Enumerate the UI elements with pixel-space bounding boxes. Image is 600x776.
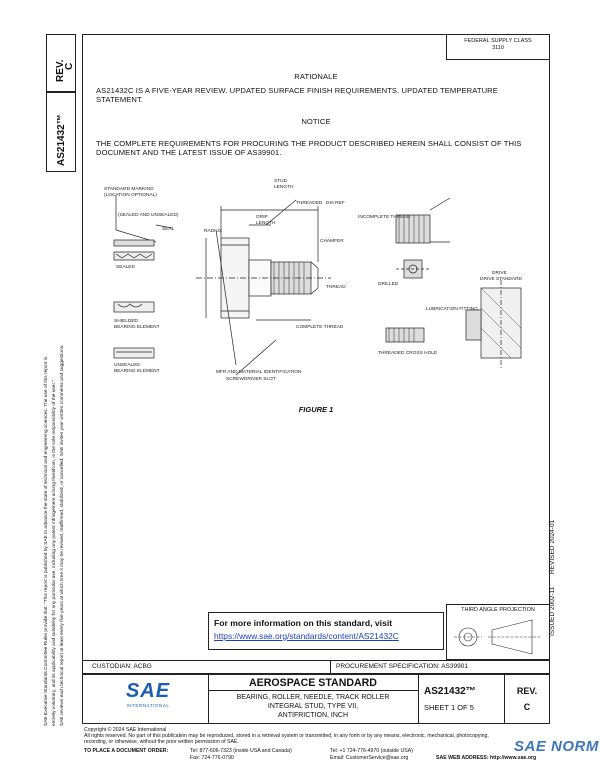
side-rev-box <box>46 34 76 92</box>
more-info-text: For more information on this standard, v… <box>214 618 393 628</box>
title-line1: BEARING, ROLLER, NEEDLE, TRACK ROLLER <box>236 694 390 701</box>
lbl-std-marking: STANDARD MARKING <box>104 186 154 192</box>
title-divider-1 <box>208 674 209 724</box>
title-line2: INTEGRAL STUD, TYPE VII, <box>267 703 359 710</box>
lbl-chamfer: CHAMFER <box>320 238 344 244</box>
lbl-screwdriver-slot: SCREWDRIVER SLOT <box>226 376 276 382</box>
lbl-unsealed: UNSEALED <box>114 362 140 368</box>
lbl-bearing-element: BEARING ELEMENT <box>114 324 160 330</box>
figure-1-drawing: STANDARD MARKING (LOCATION OPTIONAL) (SE… <box>104 178 523 382</box>
third-angle-symbol <box>454 619 540 655</box>
footer-tel2: Tel: +1 724-776-4970 (outside USA) <box>330 748 413 754</box>
footer-copyright: Copyright © 2024 SAE International <box>84 727 167 733</box>
side-docnum-box <box>46 92 76 172</box>
title-rev-value: C <box>523 702 531 712</box>
notice-heading: NOTICE <box>301 117 331 126</box>
lbl-thread: THREAD <box>326 284 346 290</box>
title-line3: ANTIFRICTION, INCH <box>278 712 348 719</box>
supply-class-line2: 3110 <box>492 45 504 51</box>
title-divider-3 <box>504 674 505 724</box>
side-rev-value: C <box>64 62 75 70</box>
lbl-drive: DRIVE <box>492 270 507 276</box>
figure-caption: FIGURE 1 <box>298 405 334 414</box>
footer-email: Email: CustomerService@sae.org <box>330 755 409 761</box>
lbl-lube-fitting: LUBRICATION FITTING <box>426 306 478 312</box>
lbl-grip: GRIP <box>256 214 268 220</box>
lbl-incomplete-thread: INCOMPLETE THREAD <box>358 214 411 220</box>
lbl-drilled: DRILLED <box>378 281 399 287</box>
title-divider-2 <box>418 674 419 724</box>
lbl-sealed-2: (SEALED AND UNSEALED) <box>118 212 179 218</box>
third-angle-box <box>446 604 550 660</box>
lbl-length: LENGTH <box>256 220 276 226</box>
more-info-box <box>208 612 444 650</box>
side-disclaimer-3: SAE reviews each technical report at lea… <box>60 344 65 726</box>
title-sheet: SHEET 1 OF 5 <box>424 703 474 712</box>
lbl-stud-2: LENGTH <box>274 184 294 190</box>
more-info-link[interactable]: https://www.sae.org/standards/content/AS… <box>214 631 399 641</box>
lbl-bearing-element-2: BEARING ELEMENT <box>114 368 160 374</box>
lbl-seal: SEAL <box>162 226 175 232</box>
lbl-threaded-cross: THREADED CROSS HOLE <box>378 350 437 356</box>
footer-rights: All rights reserved. No part of this pub… <box>84 733 489 739</box>
lbl-std-marking-2: (LOCATION OPTIONAL) <box>104 192 157 198</box>
title-rev-label: REV. <box>516 686 538 696</box>
lbl-internal-drive: DRIVE STANDARD <box>480 276 523 282</box>
lbl-mfr-ident: MFR AND MATERIAL IDENTIFICATION <box>216 369 302 375</box>
footer-tel1: Tel: 877-606-7323 (inside USA and Canada… <box>190 748 292 754</box>
custodian-row <box>82 660 550 674</box>
rationale-heading: RATIONALE <box>294 72 338 81</box>
custodian-divider <box>330 660 331 674</box>
lbl-shielded: SHIELDED <box>114 318 139 324</box>
watermark: SAE NORM <box>514 738 599 755</box>
side-disclaimer-2: entirely voluntary, and its applicabilit… <box>52 380 57 726</box>
issued-date: ISSUED 2002-11 <box>549 586 556 636</box>
notice-text: THE COMPLETE REQUIREMENTS FOR PROCURING … <box>96 139 522 157</box>
lbl-threaded: THREADED <box>296 200 323 206</box>
sae-logo-mark: SAE <box>125 680 171 702</box>
lbl-dia-ref: DIA REF <box>326 200 345 206</box>
footer-rights-2: recording, or otherwise, without the pri… <box>84 739 239 745</box>
supply-class-box <box>446 34 550 60</box>
supply-class-line1: FEDERAL SUPPLY CLASS <box>464 38 532 44</box>
title-doc-number: AS21432™ <box>424 686 476 697</box>
title-block <box>82 674 550 724</box>
standard-type: AEROSPACE STANDARD <box>249 677 377 689</box>
rationale-text: AS21432C IS A FIVE-YEAR REVIEW. UPDATED … <box>96 86 498 104</box>
title-divider-h <box>208 690 418 691</box>
footer-order: TO PLACE A DOCUMENT ORDER: <box>84 748 169 754</box>
sae-logo: SAE INTERNATIONAL <box>120 680 176 718</box>
custodian: CUSTODIAN: ACBG <box>92 663 152 670</box>
lbl-radius: RADIUS <box>204 228 222 234</box>
side-doc-number: AS21432™ <box>56 114 67 166</box>
procurement-spec: PROCUREMENT SPECIFICATION: AS39901 <box>336 663 468 670</box>
sae-logo-sub: INTERNATIONAL <box>126 703 170 708</box>
side-disclaimer-1: SAE Executive Standards Committee Rules … <box>44 356 49 726</box>
lbl-complete-thread: COMPLETE THREAD <box>296 324 344 330</box>
footer-web: SAE WEB ADDRESS: http://www.sae.org <box>436 755 537 761</box>
revised-date: REVISED 2024-01 <box>549 519 556 574</box>
footer-fax: Fax: 724-776-0790 <box>190 755 234 761</box>
lbl-stud: STUD <box>274 178 288 184</box>
third-angle-label: THIRD ANGLE PROJECTION <box>461 607 535 613</box>
lbl-sealed: SEALED <box>116 264 135 270</box>
